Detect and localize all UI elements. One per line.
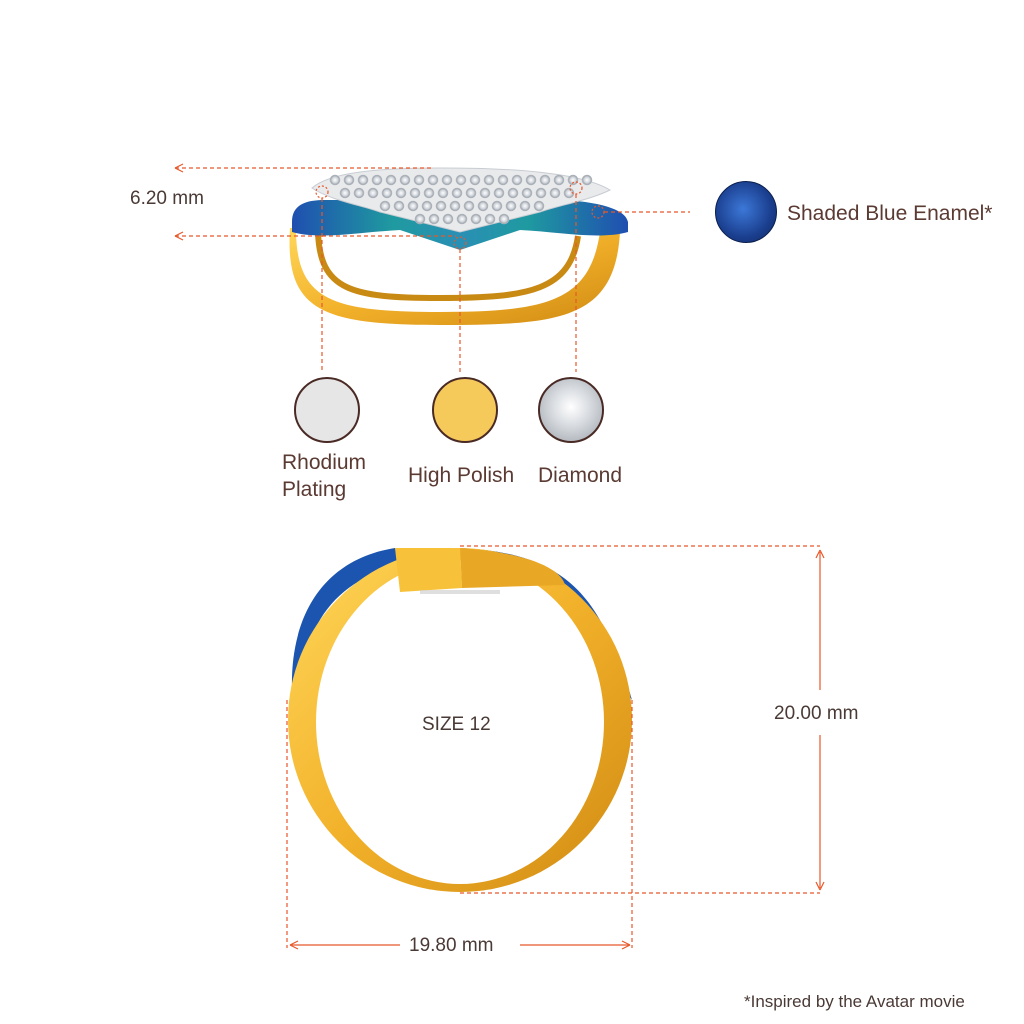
enamel-leader <box>591 205 690 219</box>
pave-diamond <box>339 187 351 199</box>
front-ring-peak <box>395 548 462 592</box>
pave-diamond <box>505 200 517 212</box>
rhodium-label-line1: Rhodium <box>282 451 367 474</box>
pave-diamond <box>385 174 397 186</box>
material-leaders <box>315 181 583 372</box>
footnote: *Inspired by the Avatar movie <box>744 992 965 1011</box>
high-polish-swatch <box>432 377 498 443</box>
rhodium-label-line2: Plating <box>282 478 347 501</box>
size-label: SIZE 12 <box>422 714 491 735</box>
pave-diamond <box>469 174 481 186</box>
pave-diamond <box>533 200 545 212</box>
pave-diamond <box>435 200 447 212</box>
pave-diamond <box>353 187 365 199</box>
pave-diamond <box>511 174 523 186</box>
pave-diamond <box>470 213 482 225</box>
pave-diamond <box>343 174 355 186</box>
pave-diamond <box>491 200 503 212</box>
diamond-swatch <box>538 377 604 443</box>
front-height-label: 20.00 mm <box>774 703 859 724</box>
pave-diamond <box>539 174 551 186</box>
pave-diamond <box>549 187 561 199</box>
pave-diamond <box>519 200 531 212</box>
pave-diamonds <box>329 174 593 225</box>
pave-diamond <box>381 187 393 199</box>
top-height-dimension <box>174 163 456 241</box>
pave-diamond <box>507 187 519 199</box>
pave-diamond <box>393 200 405 212</box>
pave-diamond <box>581 174 593 186</box>
pave-diamond <box>395 187 407 199</box>
pave-diamond <box>442 213 454 225</box>
front-ring <box>288 548 632 892</box>
pave-diamond <box>465 187 477 199</box>
pave-diamond <box>456 213 468 225</box>
pave-diamond <box>371 174 383 186</box>
enamel-label: Shaded Blue Enamel* <box>787 202 993 225</box>
pave-diamond <box>428 213 440 225</box>
pave-diamond <box>483 174 495 186</box>
front-dimensions <box>286 545 825 950</box>
pave-diamond <box>497 174 509 186</box>
pave-diamond <box>367 187 379 199</box>
pave-diamond <box>437 187 449 199</box>
diamond-label: Diamond <box>538 464 623 487</box>
pave-diamond <box>535 187 547 199</box>
pave-diamond <box>463 200 475 212</box>
top-ring-pave <box>311 167 612 233</box>
top-ring <box>289 167 628 325</box>
pave-diamond <box>423 187 435 199</box>
pave-diamond <box>521 187 533 199</box>
pave-diamond <box>525 174 537 186</box>
pave-diamond <box>357 174 369 186</box>
pave-diamond <box>477 200 489 212</box>
pave-diamond <box>409 187 421 199</box>
pave-diamond <box>449 200 461 212</box>
pave-diamond <box>451 187 463 199</box>
top-ring-inner-band <box>315 231 581 302</box>
pave-diamond <box>421 200 433 212</box>
enamel-swatch <box>715 181 777 243</box>
pave-diamond <box>493 187 505 199</box>
pave-diamond <box>329 174 341 186</box>
top-height-label: 6.20 mm <box>130 188 204 209</box>
pave-diamond <box>427 174 439 186</box>
pave-diamond <box>498 213 510 225</box>
pave-diamond <box>407 200 419 212</box>
pave-diamond <box>414 213 426 225</box>
pave-diamond <box>413 174 425 186</box>
pave-diamond <box>553 174 565 186</box>
pave-diamond <box>479 187 491 199</box>
front-width-label: 19.80 mm <box>409 935 494 956</box>
pave-diamond <box>484 213 496 225</box>
pave-diamond <box>379 200 391 212</box>
pave-diamond <box>567 174 579 186</box>
pave-diamond <box>563 187 575 199</box>
high-polish-label: High Polish <box>408 464 515 487</box>
pave-diamond <box>455 174 467 186</box>
pave-diamond <box>399 174 411 186</box>
pave-diamond <box>441 174 453 186</box>
rhodium-swatch <box>294 377 360 443</box>
